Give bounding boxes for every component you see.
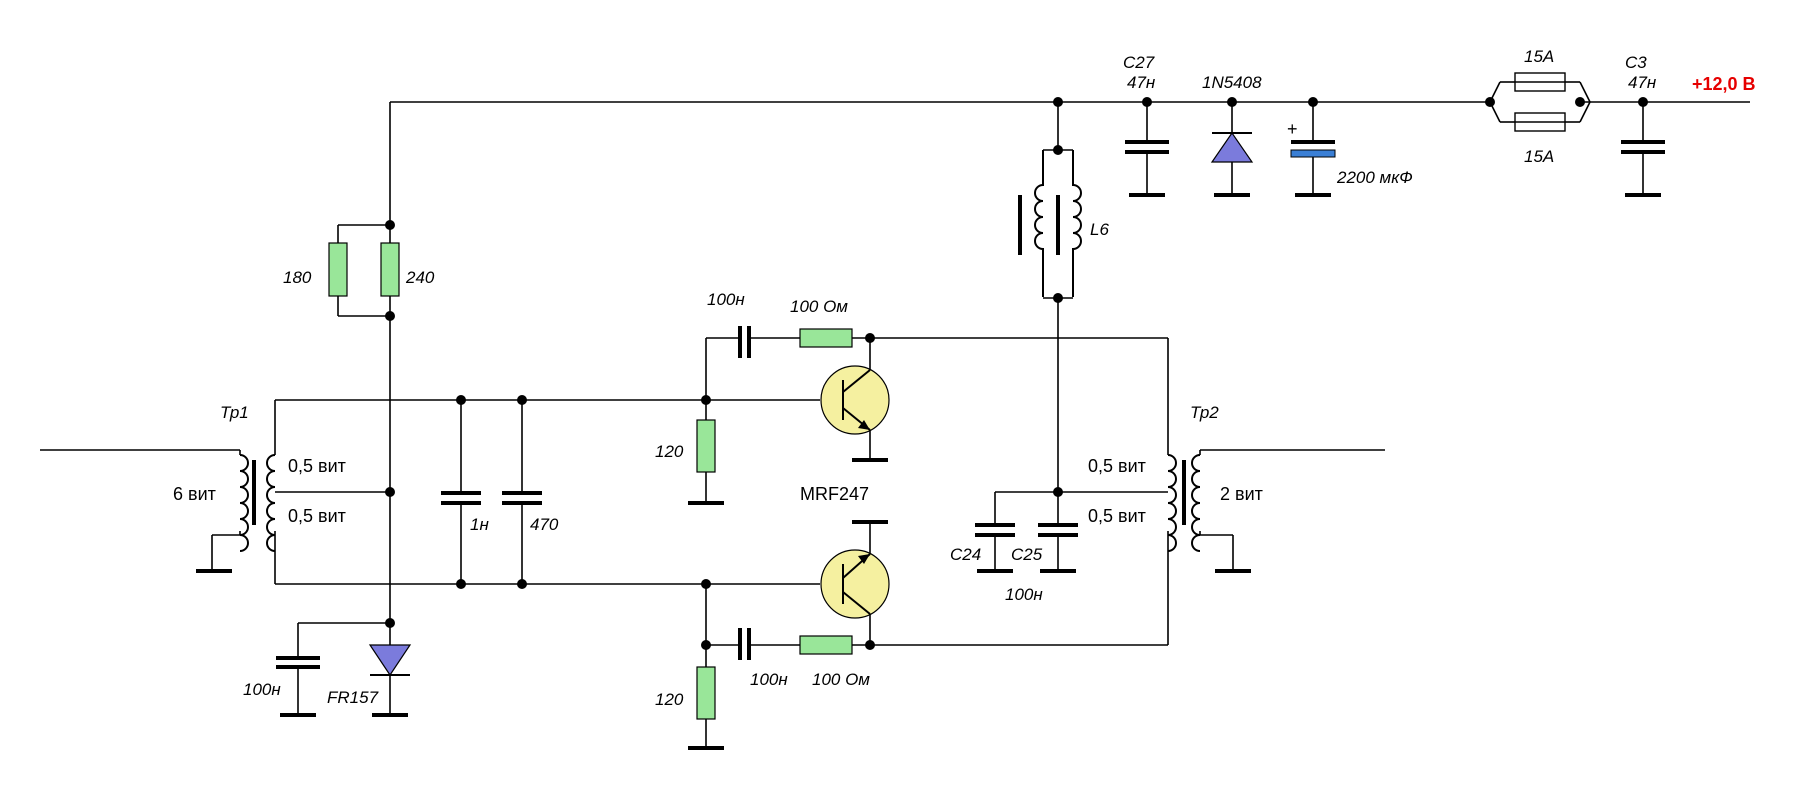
label-top-cap: 100н (707, 290, 745, 309)
bottom-stage: 100н 100 Ом 120 (655, 520, 1168, 750)
input-bus: 1н 470 (275, 395, 820, 589)
resistor-100ohm-bottom (799, 635, 853, 655)
label-out-caps-value: 100н (1005, 585, 1043, 604)
label-bottom-cap: 100н (750, 670, 788, 689)
resistor-240 (380, 242, 400, 297)
label-tr2-pri-bottom: 0,5 вит (1088, 506, 1146, 526)
label-bias-cap: 100н (243, 680, 281, 699)
label-bottom-res: 100 Ом (812, 670, 870, 689)
label-c3-name: C3 (1625, 53, 1647, 72)
label-cap-1n: 1н (470, 515, 489, 534)
transformer-tr1: Тр1 6 вит 0,5 вит 0,5 вит (40, 400, 390, 584)
label-tr2-secondary: 2 вит (1220, 484, 1263, 504)
label-l6: L6 (1090, 220, 1109, 239)
label-tr1: Тр1 (220, 403, 249, 422)
label-voltage: +12,0 В (1692, 74, 1756, 94)
label-tr1-sec-top: 0,5 вит (288, 456, 346, 476)
supply-rail (389, 101, 1750, 225)
label-tr1-primary: 6 вит (173, 484, 216, 504)
label-bottom-gate-res: 120 (655, 690, 684, 709)
label-tr2: Тр2 (1190, 403, 1219, 422)
elco-plate (1290, 149, 1336, 158)
label-c24: C24 (950, 545, 981, 564)
output-caps: C24 C25 100н (950, 491, 1078, 604)
label-r240: 240 (405, 268, 435, 287)
supply-components: C27 47н 1N5408 + 2200 мкФ 15A 1 (1123, 47, 1756, 197)
resistor-120-top (696, 419, 716, 473)
label-fuse-bottom: 15A (1524, 147, 1554, 166)
label-1n5408: 1N5408 (1202, 73, 1262, 92)
diode-fr157 (368, 644, 412, 677)
label-mrf247: MRF247 (800, 484, 869, 504)
top-stage: 100н 100 Ом 120 (655, 290, 1168, 505)
diode-1n5408 (1210, 131, 1254, 163)
label-fuse-top: 15A (1524, 47, 1554, 66)
label-top-gate-res: 120 (655, 442, 684, 461)
label-tr1-sec-bottom: 0,5 вит (288, 506, 346, 526)
resistor-180 (328, 242, 348, 297)
label-fr157: FR157 (327, 688, 379, 707)
label-top-res: 100 Ом (790, 297, 848, 316)
label-elco-pol: + (1287, 119, 1298, 139)
transformer-tr2: Тр2 2 вит 0,5 вит 0,5 вит (1088, 338, 1385, 645)
label-elco-val: 2200 мкФ (1336, 168, 1413, 187)
label-cap-470: 470 (530, 515, 559, 534)
resistor-120-bottom (696, 666, 716, 720)
label-c27-val: 47н (1127, 73, 1156, 92)
bias-network: 180 240 100н FR157 (243, 220, 435, 717)
transistor-top (820, 365, 890, 435)
label-tr2-pri-top: 0,5 вит (1088, 456, 1146, 476)
label-c27-name: C27 (1123, 53, 1155, 72)
transistor-bottom (820, 549, 890, 619)
label-c25: C25 (1011, 545, 1043, 564)
label-c3-val: 47н (1628, 73, 1657, 92)
resistor-100ohm-top (799, 328, 853, 348)
choke-l6: L6 (1018, 97, 1168, 497)
label-r180: 180 (283, 268, 312, 287)
